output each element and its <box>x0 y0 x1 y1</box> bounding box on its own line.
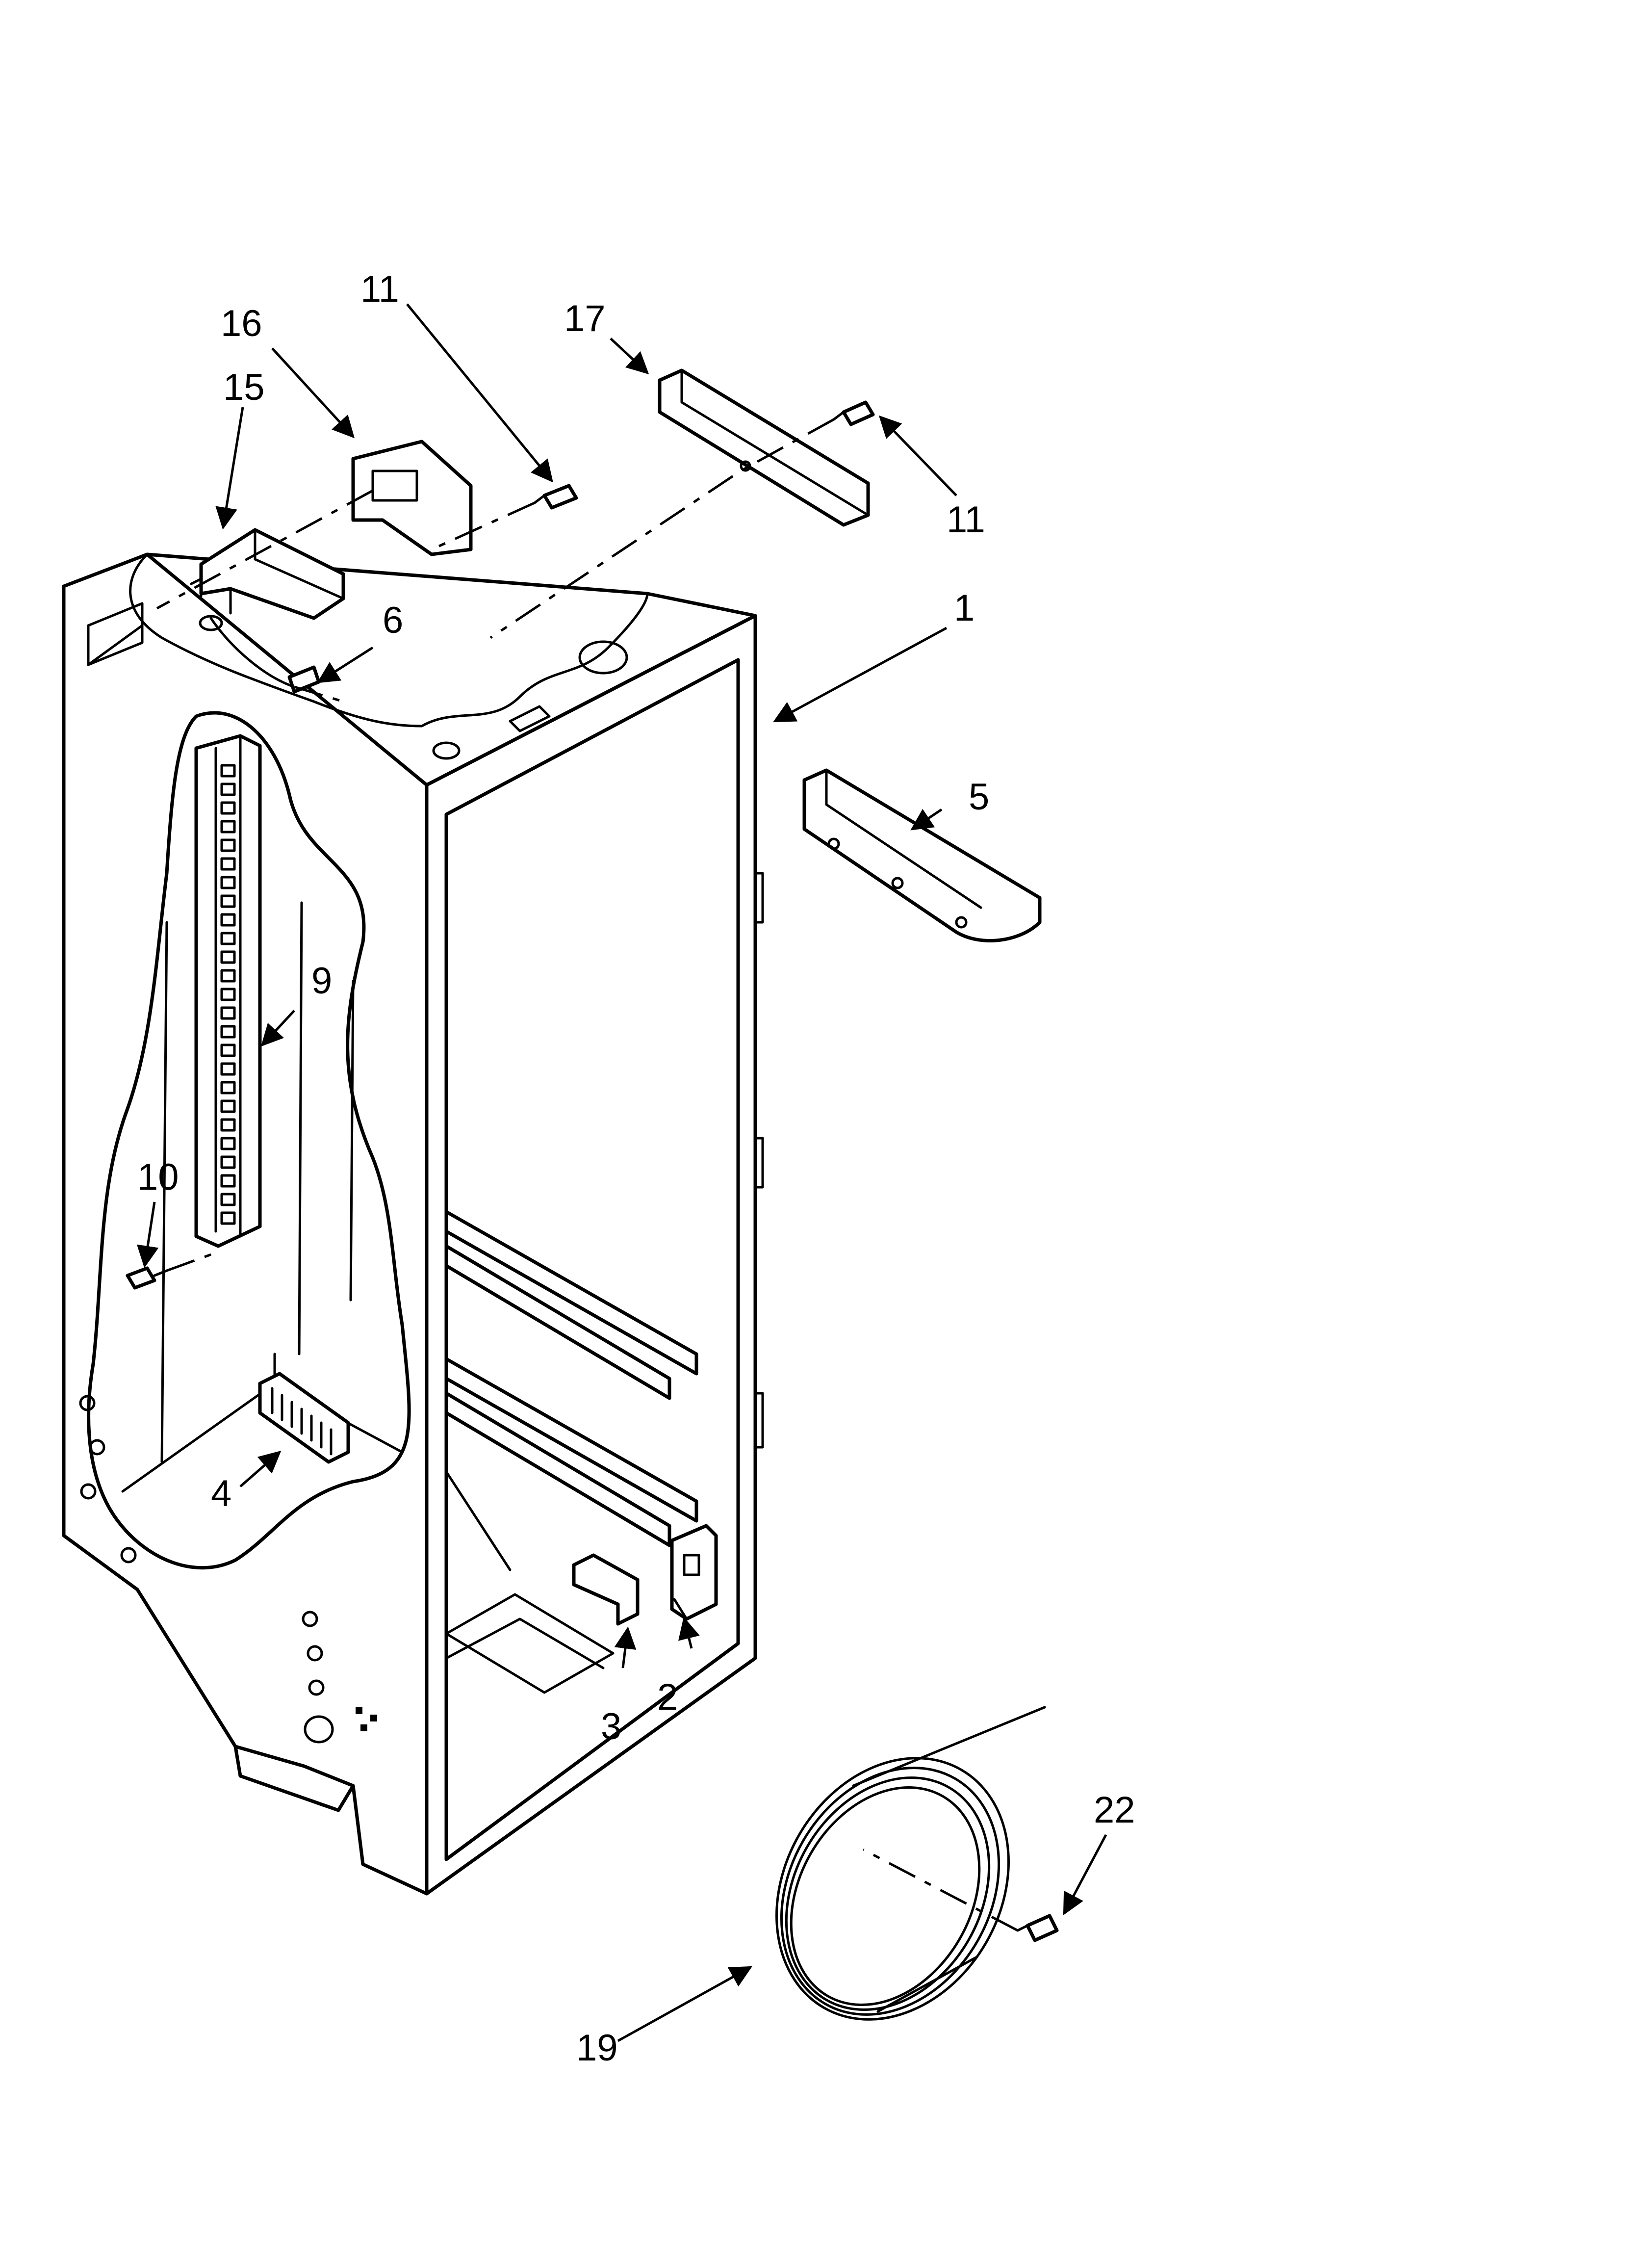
shelf-ladder <box>194 734 262 1248</box>
screw-part-11-left <box>533 484 578 510</box>
screw-part-22 <box>1016 1914 1059 1942</box>
ladder-slot <box>220 1211 236 1225</box>
callout-17: 17 <box>564 298 606 339</box>
callout-19: 19 <box>576 2027 618 2069</box>
ladder-slot <box>220 969 236 983</box>
ladder-slot <box>220 820 236 834</box>
callout-2: 2 <box>657 1676 678 1718</box>
vent-grille <box>258 1372 350 1464</box>
callout-16: 16 <box>221 303 262 344</box>
ladder-slot <box>220 988 236 1001</box>
callout-11-right: 11 <box>947 499 985 541</box>
callout-1: 1 <box>954 587 975 629</box>
assembly-lines <box>156 418 1019 1932</box>
coiled-tubing <box>775 1706 1046 2021</box>
ladder-slot <box>220 950 236 964</box>
callout-3: 3 <box>601 1706 621 1747</box>
top-rail <box>658 368 870 527</box>
ladder-slot <box>220 1118 236 1132</box>
ladder-slot <box>220 764 236 778</box>
ladder-slot <box>220 894 236 908</box>
screw-part-11-right <box>832 400 875 426</box>
ladder-slot <box>220 1099 236 1113</box>
front-rail <box>802 768 1042 942</box>
crisper-bracket <box>572 1553 640 1626</box>
cabinet-liner <box>62 552 764 1896</box>
ladder-slot <box>220 1193 236 1206</box>
ladder-slot <box>220 876 236 889</box>
callout-5: 5 <box>969 776 989 818</box>
ladder-slot <box>220 1043 236 1057</box>
callout-15: 15 <box>223 366 265 408</box>
callout-6: 6 <box>383 600 403 641</box>
ladder-slot <box>220 1081 236 1095</box>
ladder-slot <box>220 838 236 852</box>
screw-part-10 <box>126 1266 168 1290</box>
callout-9: 9 <box>311 960 332 1002</box>
callout-10: 10 <box>137 1156 179 1198</box>
drawer-slide-bracket <box>670 1524 718 1621</box>
ladder-slot <box>220 1006 236 1020</box>
ladder-slot <box>220 1137 236 1150</box>
ladder-slot <box>220 782 236 796</box>
callout-22: 22 <box>1094 1789 1135 1831</box>
leader-lines <box>136 303 1107 2042</box>
control-bracket <box>351 440 473 556</box>
control-housing <box>190 528 345 620</box>
ladder-slot <box>220 1062 236 1076</box>
callout-11-left: 11 <box>360 268 399 310</box>
callout-4: 4 <box>211 1473 231 1514</box>
callout-labels: 1 2 3 4 5 6 9 10 11 11 15 16 17 19 22 <box>137 268 1135 2069</box>
ladder-slot <box>220 1155 236 1169</box>
ladder-slot <box>220 913 236 927</box>
ladder-slot <box>220 857 236 871</box>
ladder-slot <box>220 932 236 945</box>
ladder-slot <box>220 801 236 815</box>
ladder-slot <box>220 1025 236 1039</box>
ladder-slot <box>220 1174 236 1188</box>
